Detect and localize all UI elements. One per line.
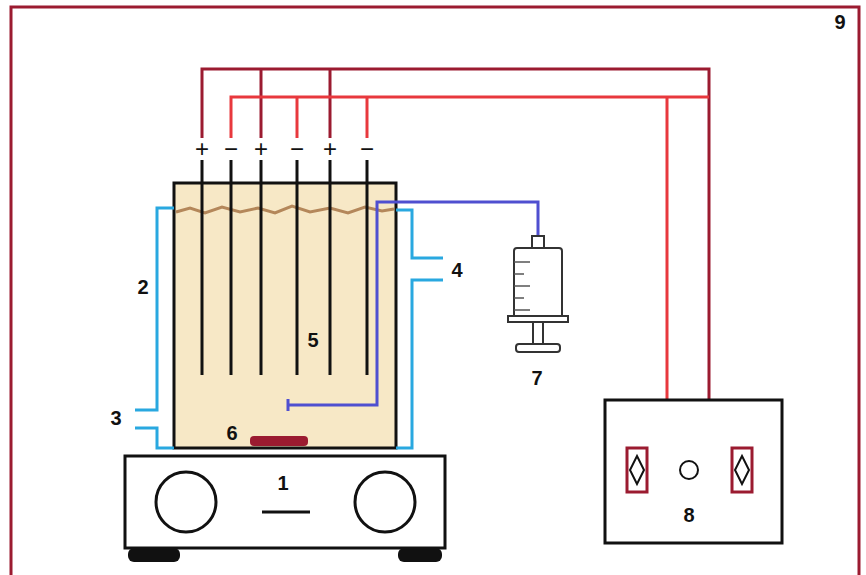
callout-number: 9: [834, 12, 845, 32]
callout-number: 4: [451, 260, 462, 280]
syringe: [508, 236, 568, 352]
reactor-vessel: [174, 183, 396, 448]
terminal-sign: +: [254, 137, 268, 161]
callout-number: 2: [137, 277, 148, 297]
terminal-sign: +: [195, 137, 209, 161]
callout-number: 6: [226, 423, 237, 443]
callout-number: 7: [531, 368, 542, 388]
callout-number: 5: [307, 330, 318, 350]
magnetic-stirrer: [125, 456, 445, 562]
liquid-surface: [176, 206, 394, 213]
callout-number: 8: [683, 505, 694, 525]
syringe-tube: [288, 202, 538, 411]
cooling-jacket: [135, 208, 443, 448]
stir-bar: [250, 436, 308, 446]
terminal-sign: +: [323, 137, 337, 161]
callout-number: 1: [277, 473, 288, 493]
terminal-sign: −: [224, 137, 238, 161]
terminal-sign: −: [290, 137, 304, 161]
electrode: [202, 160, 367, 375]
power-supply: [605, 400, 782, 543]
terminal-sign: −: [360, 137, 374, 161]
enclosure-frame: [11, 7, 859, 575]
callout-number: 3: [110, 408, 121, 428]
